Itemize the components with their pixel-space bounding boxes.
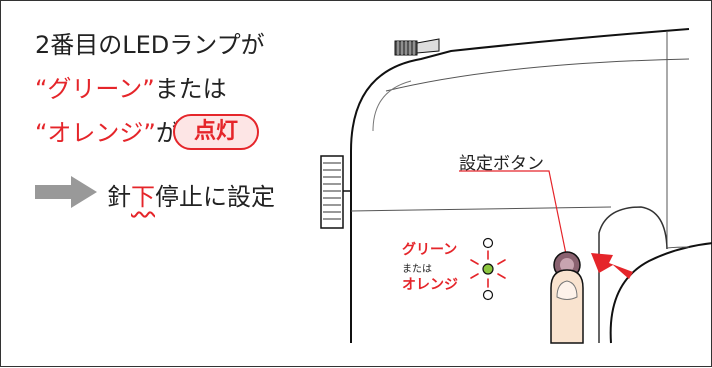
machine-top-edge xyxy=(385,58,690,92)
machine-front-arch xyxy=(598,206,668,343)
result-arrow-icon xyxy=(35,176,97,208)
led-2-icon xyxy=(482,263,494,275)
press-arrow-icon xyxy=(591,253,633,279)
led-glow-rays-icon xyxy=(470,250,506,288)
setting-button-callout: 設定ボタン xyxy=(459,154,544,174)
result-post: 停止に設定 xyxy=(155,183,275,211)
led-label-green: グリーン xyxy=(402,242,458,258)
machine-shelf-line xyxy=(350,206,612,212)
machine-side-edge xyxy=(372,80,412,132)
result-emphasis: 下 xyxy=(131,183,155,211)
fingernail xyxy=(556,280,578,300)
instruction-line-1: 2番目のLEDランプが xyxy=(35,31,265,59)
orange-label: “オレンジ” xyxy=(35,119,156,147)
green-label: “グリーン” xyxy=(35,75,155,103)
machine-back-curve xyxy=(666,246,690,249)
machine-lower-curve xyxy=(609,242,712,344)
or-label: または xyxy=(154,75,227,103)
led-label-or: または xyxy=(402,264,432,275)
led-3-icon xyxy=(482,289,494,301)
machine-body-outline xyxy=(350,28,690,343)
led-label-orange: オレンジ xyxy=(402,277,458,293)
handwheel-icon xyxy=(320,155,351,229)
callout-leader-line xyxy=(459,170,568,260)
instruction-line-2: “グリーン”または xyxy=(35,69,227,104)
led-1-icon xyxy=(482,237,494,249)
lit-badge: 点灯 xyxy=(173,114,259,150)
top-knob-icon xyxy=(394,38,440,56)
instruction-line-3: “オレンジ”が xyxy=(35,113,180,148)
result-text: 針下停止に設定 xyxy=(107,177,275,212)
result-pre: 針 xyxy=(107,183,131,211)
